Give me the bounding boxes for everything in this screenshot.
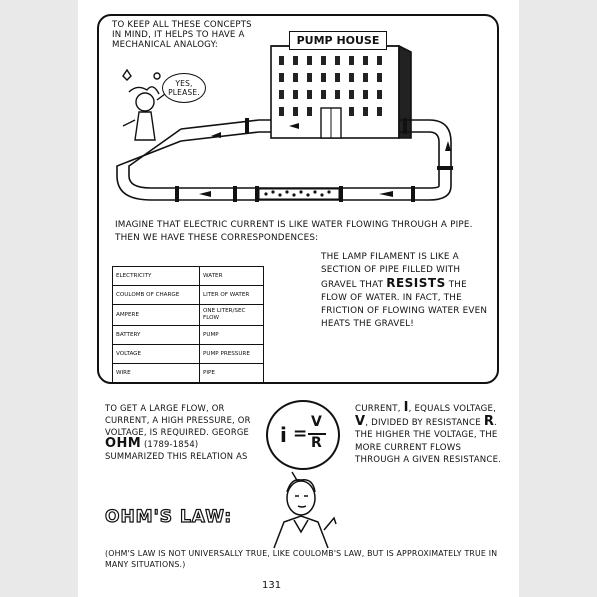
correspondence-table: ELECTRICITY WATER COULOMB OF CHARGE LITE… xyxy=(112,266,264,383)
voltage-symbol: V xyxy=(355,413,366,429)
formula-resistance: R xyxy=(311,435,322,451)
table-cell: PIPE xyxy=(199,363,264,383)
intro-caption: TO KEEP ALL THESE CONCEPTS IN MIND, IT H… xyxy=(112,20,252,50)
table-cell: PUMP xyxy=(199,325,264,345)
resists-emphasis: RESISTS xyxy=(386,276,446,290)
analogy-caption: IMAGINE THAT ELECTRIC CURRENT IS LIKE WA… xyxy=(115,220,473,243)
explanation-text: , EQUALS VOLTAGE, xyxy=(408,404,497,414)
table-row: WIRE PIPE xyxy=(112,363,264,383)
table-cell: AMPERE xyxy=(112,304,200,326)
page-number: 131 xyxy=(262,580,282,591)
ohms-law-title: OHM'S LAW: xyxy=(104,506,233,527)
fish xyxy=(199,123,451,197)
table-row: VOLTAGE PUMP PRESSURE xyxy=(112,344,264,364)
fraction-bar xyxy=(308,433,326,435)
gravel xyxy=(264,190,331,197)
table-cell: WATER xyxy=(199,266,264,286)
formula-equals: = xyxy=(293,424,308,444)
table-cell: PUMP PRESSURE xyxy=(199,344,264,364)
speech-bubble: YES, PLEASE. xyxy=(162,73,206,103)
pump-house-sign: PUMP HOUSE xyxy=(289,31,387,50)
explanation-text: , DIVIDED BY RESISTANCE xyxy=(365,417,481,428)
explanation-text: CURRENT, xyxy=(355,404,401,414)
table-row: COULOMB OF CHARGE LITER OF WATER xyxy=(112,285,264,305)
filament-caption: THE LAMP FILAMENT IS LIKE A SECTION OF P… xyxy=(321,251,493,331)
pump-house-illustration xyxy=(116,44,453,202)
table-cell: BATTERY xyxy=(112,325,200,345)
resistance-symbol: R xyxy=(483,413,495,429)
formula-voltage: V xyxy=(311,414,322,430)
ohm-portrait xyxy=(273,471,337,549)
table-row: AMPERE ONE LITER/SEC FLOW xyxy=(112,304,264,326)
pipe-joints xyxy=(175,118,453,202)
table-cell: VOLTAGE xyxy=(112,344,200,364)
comic-page: TO KEEP ALL THESE CONCEPTS IN MIND, IT H… xyxy=(78,0,519,597)
gravel-section xyxy=(258,188,340,200)
ohm-intro-before: TO GET A LARGE FLOW, OR CURRENT, A HIGH … xyxy=(105,403,251,437)
explanation-text: . THE HIGHER THE VOLTAGE, THE MORE CURRE… xyxy=(355,417,502,466)
filament-text-after: THE FLOW OF WATER. IN FACT, THE FRICTION… xyxy=(321,280,488,329)
formula-current: i xyxy=(280,423,287,447)
table-row: BATTERY PUMP xyxy=(112,325,264,345)
table-cell: WIRE xyxy=(112,363,200,383)
table-cell: ELECTRICITY xyxy=(112,266,200,286)
water-pipe xyxy=(116,119,452,201)
ohm-name: OHM xyxy=(105,436,142,451)
table-cell: LITER OF WATER xyxy=(199,285,264,305)
footnote: (OHM'S LAW IS NOT UNIVERSALLY TRUE, LIKE… xyxy=(105,549,498,569)
table-cell: COULOMB OF CHARGE xyxy=(112,285,200,305)
filament-text-before: THE LAMP FILAMENT IS LIKE A SECTION OF P… xyxy=(321,252,461,290)
formula-bubble: i = V R xyxy=(266,400,340,470)
table-row: ELECTRICITY WATER xyxy=(112,266,264,286)
ohm-intro-after: (1789-1854) SUMMARIZED THIS RELATION AS xyxy=(105,439,248,461)
person-figure xyxy=(122,68,161,141)
ohm-explanation-caption: CURRENT, i, EQUALS VOLTAGE, V, DIVIDED B… xyxy=(355,400,505,467)
ohm-intro-caption: TO GET A LARGE FLOW, OR CURRENT, A HIGH … xyxy=(105,402,255,462)
table-cell: ONE LITER/SEC FLOW xyxy=(199,304,264,326)
building-windows xyxy=(279,56,382,116)
current-symbol: i xyxy=(403,400,409,415)
analogy-panel: TO KEEP ALL THESE CONCEPTS IN MIND, IT H… xyxy=(97,14,499,384)
